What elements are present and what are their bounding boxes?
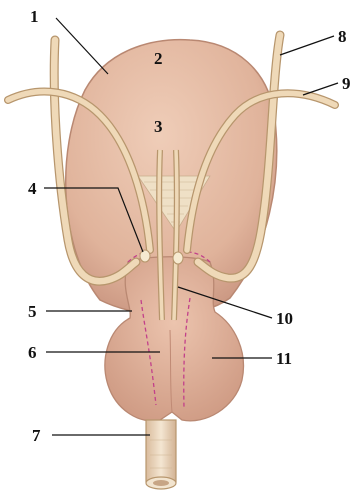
label-3: 3 — [154, 117, 163, 136]
label-10: 10 — [276, 309, 293, 328]
label-8: 8 — [338, 27, 347, 46]
label-2: 2 — [154, 49, 163, 68]
leader-9 — [303, 83, 338, 95]
label-9: 9 — [342, 74, 351, 93]
leader-1 — [56, 18, 108, 74]
label-1: 1 — [30, 7, 39, 26]
urethra — [146, 420, 176, 489]
right-ureteric-orifice — [173, 252, 183, 264]
label-11: 11 — [276, 349, 292, 368]
label-6: 6 — [28, 343, 37, 362]
label-4: 4 — [28, 179, 37, 198]
label-7: 7 — [32, 426, 41, 445]
leader-8 — [280, 36, 334, 55]
left-ureteric-orifice — [140, 250, 150, 262]
label-5: 5 — [28, 302, 37, 321]
